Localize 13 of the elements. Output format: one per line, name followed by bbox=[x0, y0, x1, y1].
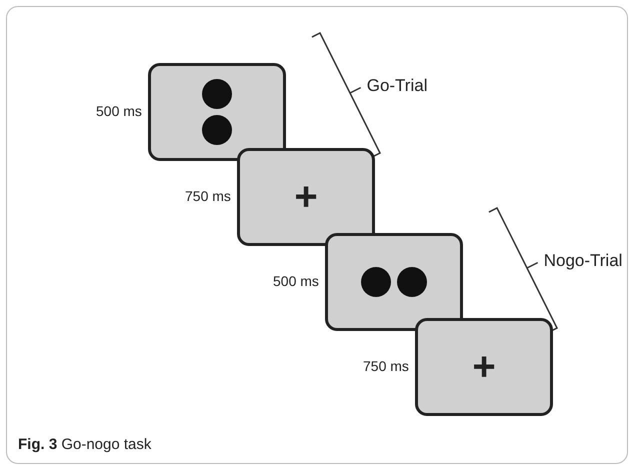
trial-label: Go-Trial bbox=[366, 76, 428, 96]
figure-caption: Fig. 3 Go-nogo task bbox=[18, 436, 152, 453]
duration-label: 750 ms bbox=[363, 358, 409, 374]
fixation-cross: + bbox=[471, 347, 497, 387]
trial-label: Nogo-Trial bbox=[544, 250, 622, 271]
stimulus-screen bbox=[415, 318, 553, 416]
duration-label: 500 ms bbox=[273, 273, 319, 289]
stimulus-screen bbox=[237, 148, 375, 246]
stimulus-screen bbox=[148, 63, 286, 161]
stimulus-screen bbox=[325, 233, 463, 331]
fixation-cross: + bbox=[293, 177, 319, 217]
duration-label: 750 ms bbox=[185, 188, 231, 204]
duration-label: 500 ms bbox=[96, 103, 142, 119]
